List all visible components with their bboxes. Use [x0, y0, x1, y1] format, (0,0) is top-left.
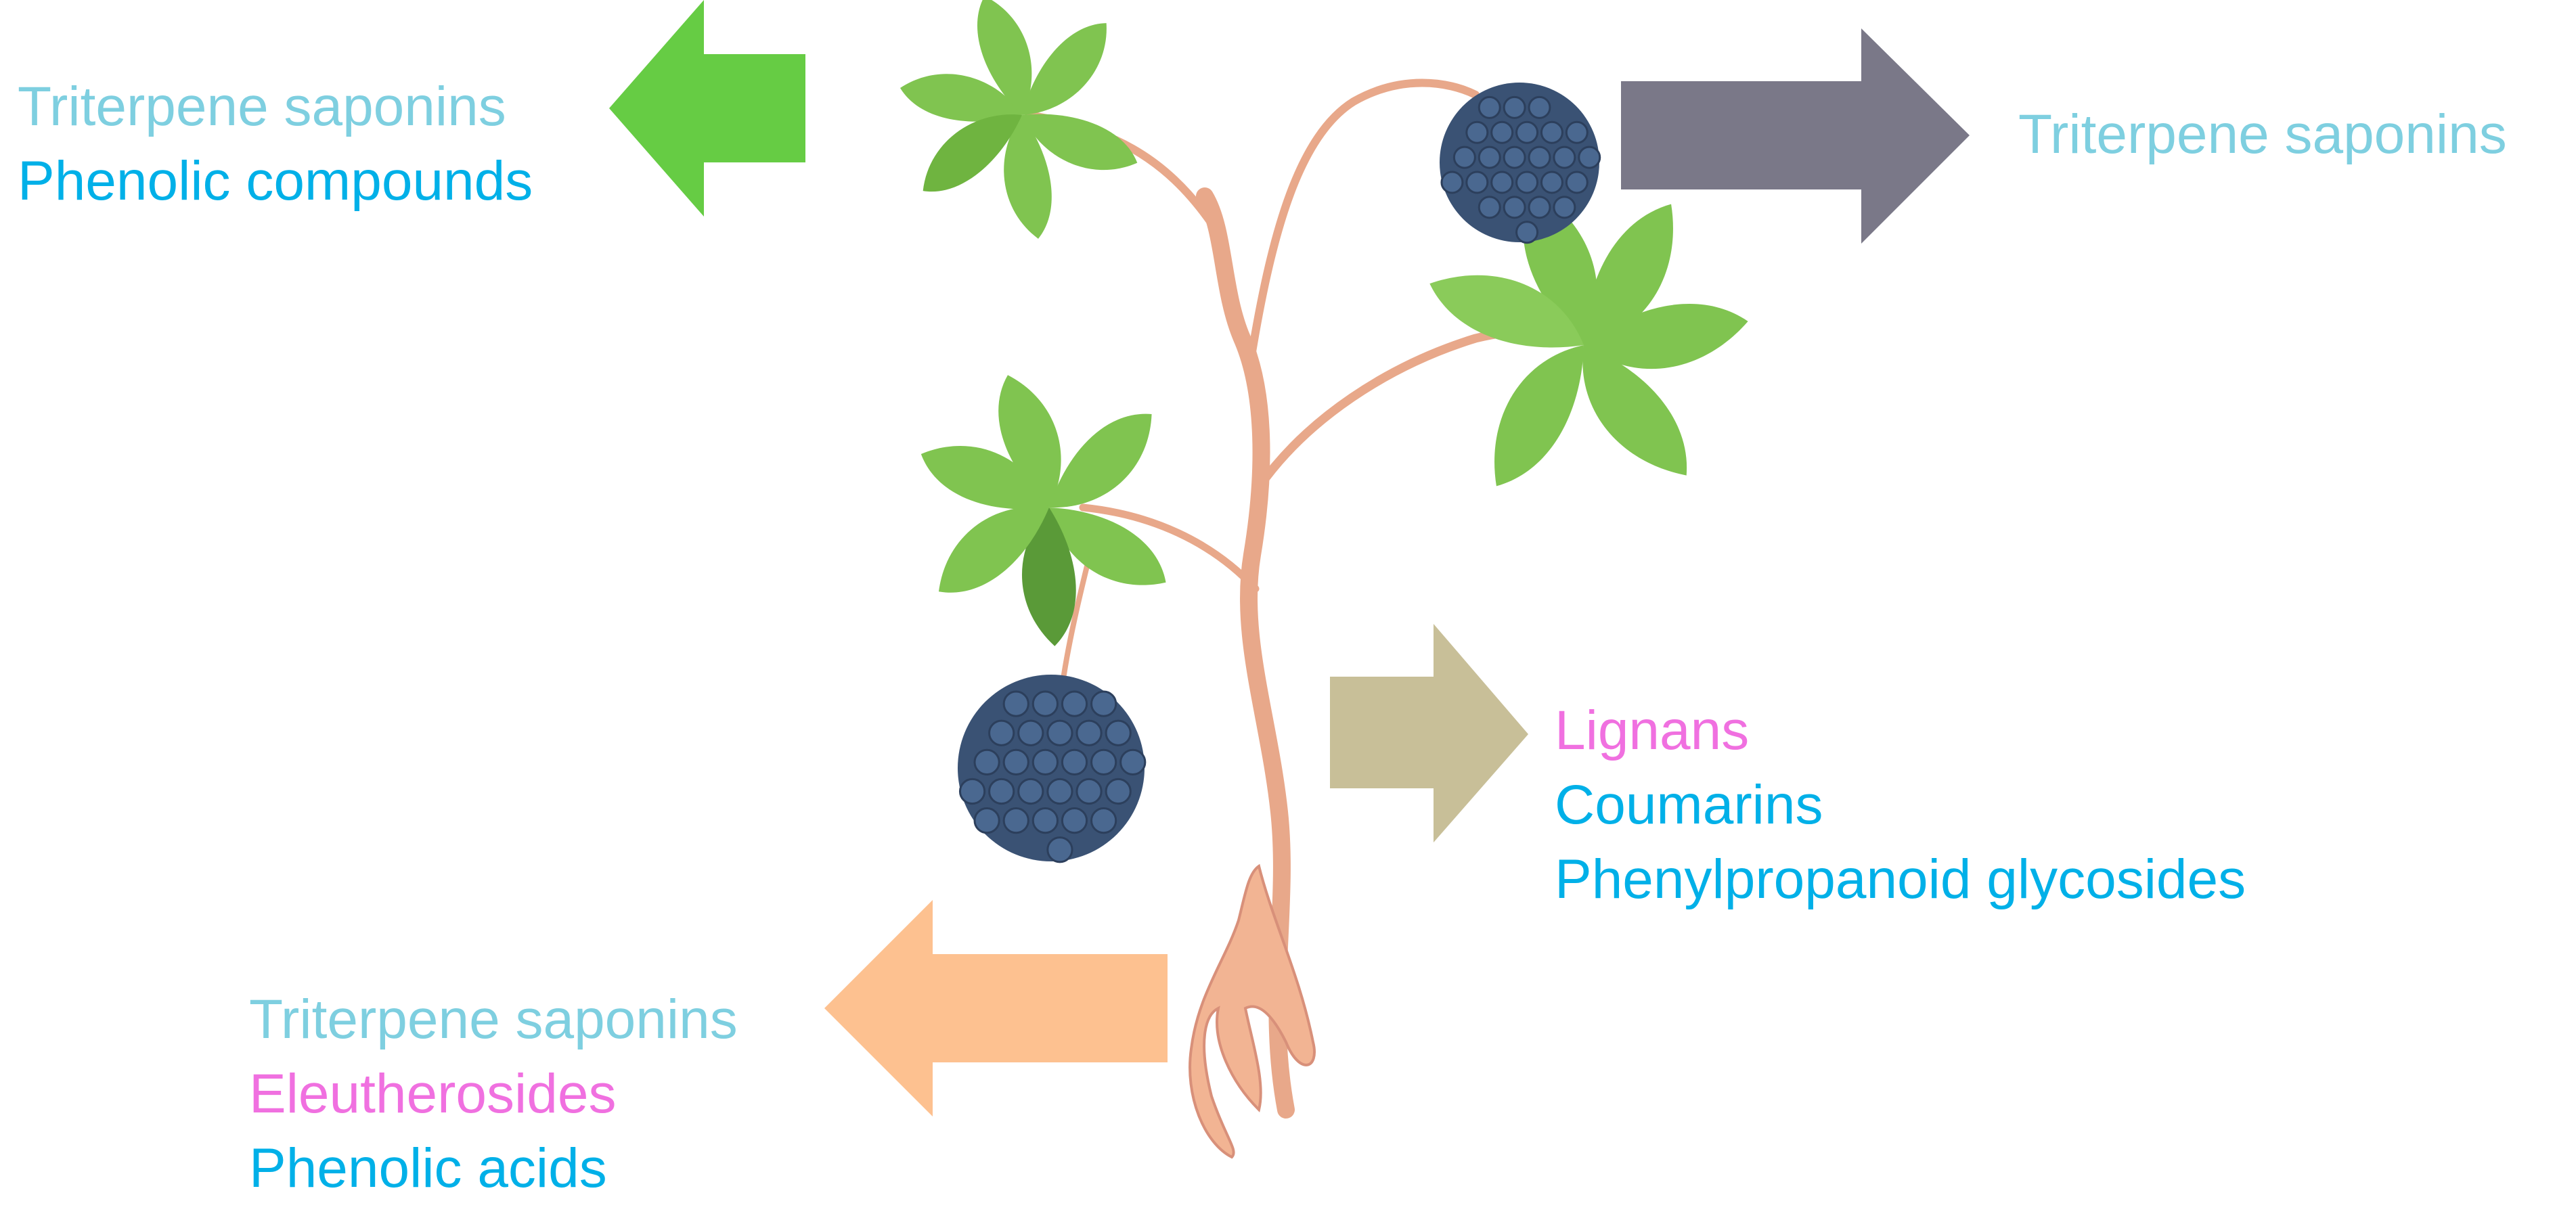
- plant-root: [1189, 863, 1316, 1159]
- stem-phenylpropanoid-label: Phenylpropanoid glycosides: [1555, 849, 2246, 910]
- leaf: [977, 0, 1032, 115]
- berry-drupelet: [1528, 95, 1551, 119]
- berry-drupelet: [1046, 836, 1073, 863]
- berry-drupelet: [1503, 95, 1526, 119]
- berry-drupelet: [1452, 145, 1476, 169]
- leaf-cluster-mid-left: [920, 375, 1166, 646]
- berry-drupelet: [1105, 719, 1132, 746]
- branch-mid-left-leaf: [1079, 503, 1260, 593]
- leaves-saponins-label: Triterpene saponins: [18, 76, 506, 137]
- berry-drupelet: [1031, 807, 1059, 834]
- berry-drupelet: [1046, 719, 1073, 746]
- leaf-arrow-left-icon: [609, 0, 805, 217]
- berry-drupelet: [1440, 171, 1464, 194]
- leaf: [900, 74, 1022, 122]
- root-arrow-left-icon: [824, 900, 1168, 1116]
- fruit-compound-group: Triterpene saponins: [2018, 97, 2507, 172]
- berry-drupelet: [1090, 748, 1117, 775]
- leaf: [920, 445, 1049, 510]
- leaf: [998, 375, 1061, 508]
- berry-drupelet: [1503, 196, 1526, 219]
- leaf: [1584, 304, 1748, 369]
- leaf: [1049, 508, 1166, 585]
- berry-drupelet: [1119, 748, 1147, 775]
- leaf: [1049, 413, 1152, 508]
- berry-drupelet: [1478, 95, 1501, 119]
- berry-cluster-top: [1440, 83, 1601, 244]
- stem-coumarins-label: Coumarins: [1555, 774, 1823, 836]
- berry-drupelet: [1031, 690, 1059, 717]
- leaf: [1429, 275, 1584, 348]
- branch-top-berry: [1248, 78, 1480, 356]
- berry-drupelet: [1465, 120, 1489, 144]
- berry-drupelet: [1090, 807, 1117, 834]
- berry-drupelet: [1017, 777, 1044, 805]
- berry-drupelet: [1540, 120, 1563, 144]
- leaf-cluster-top-left: [900, 0, 1138, 239]
- berry-drupelet: [1528, 196, 1551, 219]
- berry-drupelet: [1515, 221, 1539, 244]
- berry-drupelet: [1017, 719, 1044, 746]
- root-eleutherosides-label: Eleutherosides: [249, 1063, 617, 1125]
- berry-drupelet: [1565, 120, 1589, 144]
- berry-drupelet: [1002, 807, 1029, 834]
- leaf: [1494, 345, 1584, 487]
- berry-dots: [958, 690, 1147, 863]
- berry-drupelet: [1465, 171, 1489, 194]
- berry-cluster-mid: [958, 675, 1147, 863]
- berry-drupelet: [1490, 171, 1514, 194]
- berry-drupelet: [1553, 196, 1576, 219]
- leaf: [1022, 508, 1076, 646]
- root-compound-group: Triterpene saponins Eleutherosides Pheno…: [249, 983, 738, 1206]
- berry-drupelet: [1490, 120, 1514, 144]
- fruit-saponins-label: Triterpene saponins: [2018, 104, 2507, 165]
- berry-drupelet: [1565, 171, 1589, 194]
- berry-drupelet: [1031, 748, 1059, 775]
- berry-drupelet: [1061, 690, 1088, 717]
- berry-drupelet: [1105, 777, 1132, 805]
- root-body: [1189, 863, 1316, 1159]
- berry-drupelet: [1090, 690, 1117, 717]
- berry-drupelet: [1061, 807, 1088, 834]
- fruit-arrow-right-icon: [1621, 28, 1970, 244]
- leaf: [1022, 114, 1138, 171]
- leaf: [1022, 23, 1107, 115]
- leaf: [1582, 345, 1687, 476]
- berry-drupelet: [1478, 145, 1501, 169]
- berry-drupelet: [1046, 777, 1073, 805]
- berry-drupelet: [973, 748, 1000, 775]
- berry-drupelet: [1478, 196, 1501, 219]
- leaves-phenolic-label: Phenolic compounds: [18, 150, 533, 212]
- stem-compound-group: Lignans Coumarins Phenylpropanoid glycos…: [1555, 694, 2246, 917]
- leaf: [1584, 204, 1673, 345]
- berry-drupelet: [973, 807, 1000, 834]
- leaf: [1004, 115, 1052, 239]
- berry-drupelet: [1503, 145, 1526, 169]
- root-phenolic-acids-label: Phenolic acids: [249, 1137, 607, 1199]
- berry-drupelet: [1553, 145, 1576, 169]
- berry-drupelet: [1515, 171, 1539, 194]
- berry-drupelet: [1578, 145, 1601, 169]
- berry-drupelet: [1528, 145, 1551, 169]
- berry-drupelet: [988, 777, 1015, 805]
- stem-arrow-right-icon: [1330, 624, 1528, 842]
- berry-drupelet: [958, 777, 986, 805]
- berry-drupelet: [1075, 719, 1103, 746]
- leaf: [938, 506, 1049, 593]
- leaf: [923, 114, 1022, 192]
- berry-drupelet: [1515, 120, 1539, 144]
- root-saponins-label: Triterpene saponins: [249, 989, 738, 1050]
- berry-drupelet: [1075, 777, 1103, 805]
- berry-drupelet: [1061, 748, 1088, 775]
- berry-drupelet: [1002, 690, 1029, 717]
- leaves-compound-group: Triterpene saponins Phenolic compounds: [18, 70, 533, 219]
- stem-lignans-label: Lignans: [1555, 700, 1750, 761]
- berry-drupelet: [1540, 171, 1563, 194]
- berry-dots: [1440, 95, 1601, 244]
- berry-drupelet: [988, 719, 1015, 746]
- berry-drupelet: [1002, 748, 1029, 775]
